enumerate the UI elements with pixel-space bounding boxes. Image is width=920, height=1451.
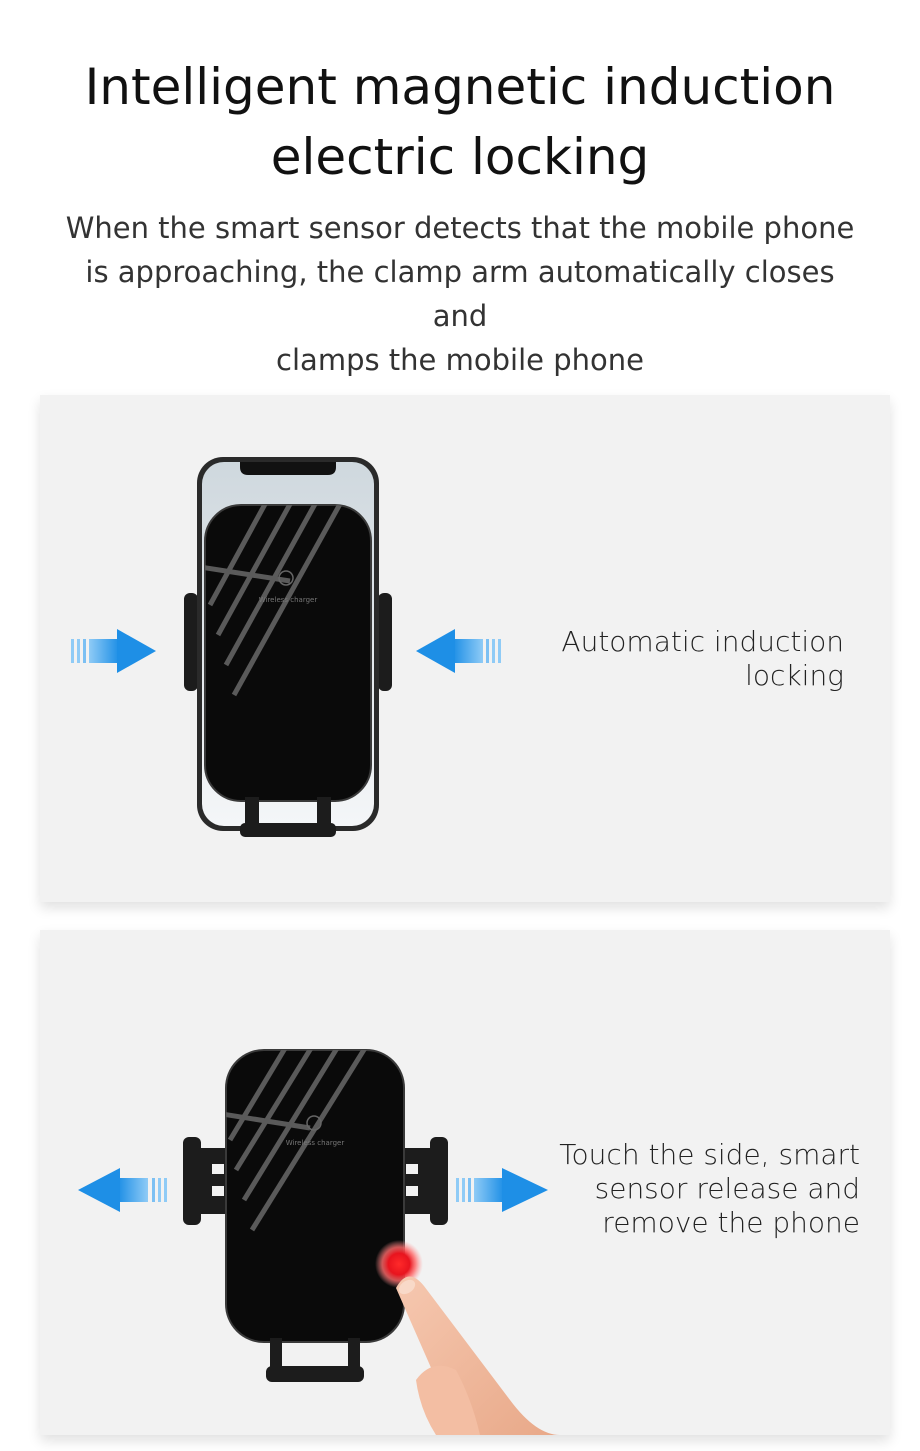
locking-caption-line-2: locking <box>745 659 844 692</box>
release-caption-line-3: remove the phone <box>602 1206 860 1239</box>
subtitle-line-1: When the smart sensor detects that the m… <box>65 211 855 245</box>
right-clamp-arm <box>398 1137 448 1225</box>
locking-caption-line-1: Automatic induction <box>561 625 844 658</box>
bottom-support <box>266 1338 364 1382</box>
release-caption-line-1: Touch the side, smart <box>559 1138 860 1171</box>
page-title: Intelligent magnetic induction electric … <box>0 52 920 192</box>
charger-label: Wireless charger <box>259 596 318 604</box>
title-line-2: electric locking <box>270 128 650 186</box>
wireless-charger-pad: Wireless charger <box>225 1049 405 1343</box>
release-illustration: Wireless charger <box>78 1049 560 1435</box>
page-subtitle: When the smart sensor detects that the m… <box>60 206 860 382</box>
left-clamp-arm <box>183 1137 232 1225</box>
arrow-right-icon <box>71 629 156 673</box>
subtitle-line-3: clamps the mobile phone <box>276 343 644 377</box>
touch-sensor-icon <box>375 1240 423 1288</box>
release-caption: Touch the side, smart sensor release and… <box>520 1138 860 1240</box>
charger-label: Wireless charger <box>286 1139 345 1147</box>
right-clamp-arm <box>378 593 392 691</box>
hand-icon <box>396 1276 560 1435</box>
arrow-right-icon <box>456 1168 548 1212</box>
locking-illustration: Wireless charger <box>71 457 501 837</box>
bottom-support <box>240 797 336 837</box>
subtitle-line-2: is approaching, the clamp arm automatica… <box>85 255 835 333</box>
release-panel: Wireless charger Touch the side, smart s… <box>40 930 890 1435</box>
left-clamp-arm <box>184 593 198 691</box>
arrow-left-icon <box>78 1168 167 1212</box>
locking-caption: Automatic induction locking <box>524 625 844 693</box>
locking-panel: Wireless charger Automatic induction loc… <box>40 395 890 902</box>
wireless-charger-pad: Wireless charger <box>204 504 372 802</box>
title-line-1: Intelligent magnetic induction <box>84 58 836 116</box>
arrow-left-icon <box>416 629 501 673</box>
release-caption-line-2: sensor release and <box>594 1172 860 1205</box>
